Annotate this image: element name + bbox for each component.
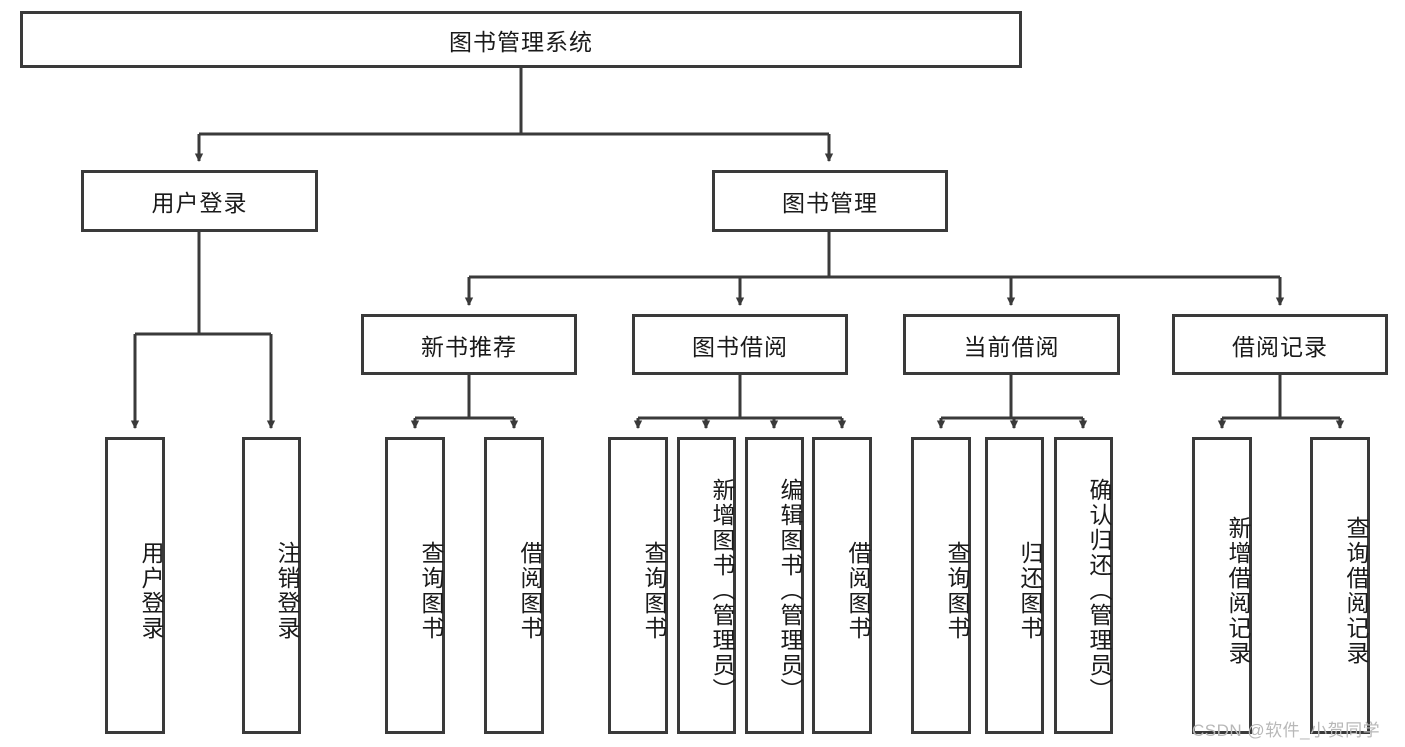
node-current-borrow[interactable]: 当前借阅 <box>903 314 1120 375</box>
node-label: 当前借阅 <box>963 333 1060 360</box>
node-label: 归还图书 <box>1017 540 1043 641</box>
node-label: 查询图书 <box>641 540 667 641</box>
csdn-watermark: CSDN @软件_小贺同学 <box>1192 721 1381 740</box>
node-borrow-records[interactable]: 借阅记录 <box>1172 314 1388 375</box>
node-book-borrow[interactable]: 图书借阅 <box>632 314 848 375</box>
node-label: 查询借阅记录 <box>1343 515 1369 666</box>
leaf-borrow-book[interactable]: 借阅图书 <box>812 437 872 734</box>
leaf-query-books-recommend[interactable]: 查询图书 <box>385 437 445 734</box>
node-label: 新书推荐 <box>421 333 517 360</box>
leaf-add-book-admin[interactable]: 新增图书（管理员） <box>677 437 736 734</box>
node-label: 查询图书 <box>944 540 970 641</box>
node-label: 查询图书 <box>418 540 444 641</box>
node-label: 借阅图书 <box>517 540 543 641</box>
leaf-return-book[interactable]: 归还图书 <box>985 437 1044 734</box>
node-book-management[interactable]: 图书管理 <box>712 170 948 232</box>
leaf-logout[interactable]: 注销登录 <box>242 437 301 734</box>
leaf-confirm-return-admin[interactable]: 确认归还（管理员） <box>1054 437 1113 734</box>
node-label: 图书借阅 <box>692 333 788 360</box>
node-label: 借阅图书 <box>845 540 871 641</box>
leaf-user-login[interactable]: 用户登录 <box>105 437 165 734</box>
node-label: 用户登录 <box>151 190 248 216</box>
node-label: 图书管理 <box>782 190 878 216</box>
node-user-login[interactable]: 用户登录 <box>81 170 318 232</box>
node-label: 确认归还（管理员） <box>1086 478 1112 703</box>
leaf-edit-book-admin[interactable]: 编辑图书（管理员） <box>745 437 804 734</box>
leaf-query-borrow-record[interactable]: 查询借阅记录 <box>1310 437 1370 734</box>
node-root-book-management-system[interactable]: 图书管理系统 <box>20 11 1022 68</box>
node-label: 新增图书（管理员） <box>709 478 735 703</box>
node-label: 用户登录 <box>138 540 164 641</box>
leaf-query-books-borrow[interactable]: 查询图书 <box>608 437 668 734</box>
leaf-borrow-books-recommend[interactable]: 借阅图书 <box>484 437 544 734</box>
node-label: 图书管理系统 <box>449 28 593 55</box>
node-label: 新增借阅记录 <box>1225 515 1251 666</box>
node-label: 注销登录 <box>274 540 300 641</box>
leaf-add-borrow-record[interactable]: 新增借阅记录 <box>1192 437 1252 734</box>
node-label: 借阅记录 <box>1232 333 1328 360</box>
node-new-book-recommendation[interactable]: 新书推荐 <box>361 314 577 375</box>
leaf-query-books-current[interactable]: 查询图书 <box>911 437 971 734</box>
node-label: 编辑图书（管理员） <box>777 478 803 703</box>
